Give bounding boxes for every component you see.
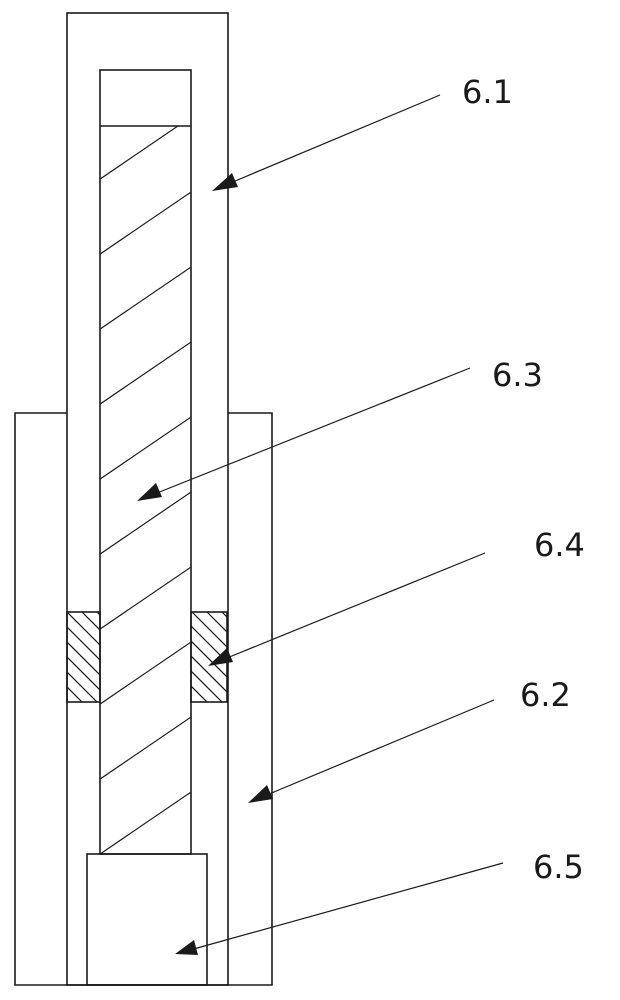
inner-bore xyxy=(99,69,192,855)
leader-arrow-6-4 xyxy=(208,552,486,666)
hatched-rod-6-3 xyxy=(100,125,191,854)
seal-ring-right xyxy=(190,611,228,703)
label-6-3: 6.3 xyxy=(492,356,543,394)
leader-arrow-6-1 xyxy=(212,94,441,191)
label-6-5: 6.5 xyxy=(533,848,584,886)
label-6-4: 6.4 xyxy=(534,526,585,564)
leader-arrow-6-2 xyxy=(248,699,495,803)
seal-ring-left xyxy=(66,611,101,703)
label-6-1: 6.1 xyxy=(462,73,513,111)
leader-arrow-6-3 xyxy=(137,367,471,501)
label-6-2: 6.2 xyxy=(520,676,571,714)
rod-hatching xyxy=(100,126,191,854)
leader-arrow-6-5 xyxy=(175,862,504,955)
bottom-block-6-5 xyxy=(86,853,208,986)
